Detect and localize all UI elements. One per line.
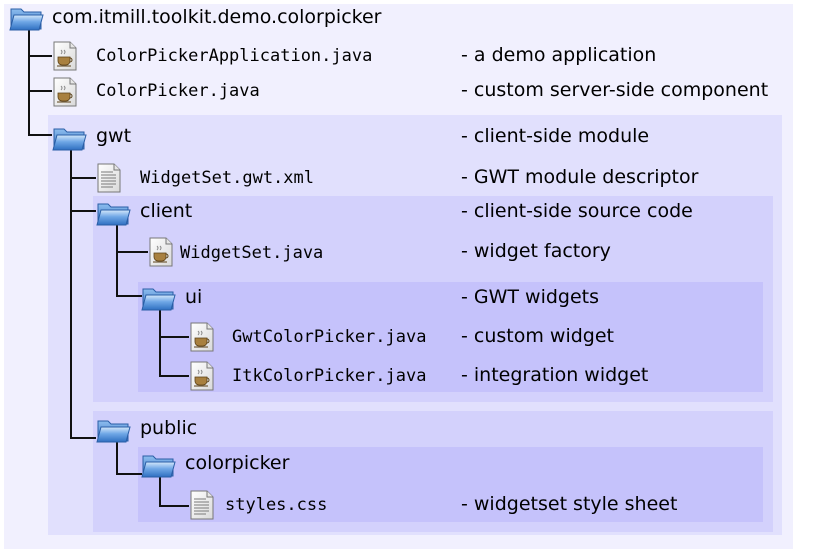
component-file-desc: - custom server-side component	[461, 79, 769, 101]
folder-icon	[141, 451, 177, 479]
app-file-desc: - a demo application	[461, 44, 657, 66]
gwt-folder-desc: - client-side module	[461, 125, 650, 147]
widgetset-xml-desc: - GWT module descriptor	[461, 166, 699, 188]
java-file-icon	[148, 237, 174, 267]
widgetset-java-desc: - widget factory	[461, 240, 611, 262]
folder-icon	[141, 284, 177, 312]
itk-colorpicker-desc: - integration widget	[461, 364, 649, 386]
styles-css-label: styles.css	[225, 495, 328, 515]
gwt-colorpicker-label: GwtColorPicker.java	[232, 327, 427, 347]
ui-panel	[138, 282, 763, 392]
component-file-label: ColorPicker.java	[96, 81, 260, 101]
folder-icon	[96, 199, 132, 227]
ui-folder-desc: - GWT widgets	[461, 286, 600, 308]
java-file-icon	[52, 77, 78, 107]
widgetset-xml-label: WidgetSet.gwt.xml	[140, 168, 314, 188]
text-file-icon	[189, 490, 215, 520]
colorpicker-folder-label: colorpicker	[185, 452, 290, 474]
java-file-icon	[189, 361, 215, 391]
folder-icon	[52, 124, 88, 152]
root-folder-label: com.itmill.toolkit.demo.colorpicker	[52, 6, 382, 28]
text-file-icon	[96, 163, 122, 193]
client-folder-label: client	[140, 200, 193, 222]
java-file-icon	[189, 322, 215, 352]
gwt-colorpicker-desc: - custom widget	[461, 325, 614, 347]
itk-colorpicker-label: ItkColorPicker.java	[232, 366, 427, 386]
app-file-label: ColorPickerApplication.java	[96, 46, 373, 66]
folder-icon	[9, 4, 45, 32]
java-file-icon	[52, 41, 78, 71]
public-folder-label: public	[140, 417, 198, 439]
client-folder-desc: - client-side source code	[461, 200, 693, 222]
folder-icon	[96, 416, 132, 444]
gwt-folder-label: gwt	[96, 125, 132, 147]
styles-css-desc: - widgetset style sheet	[461, 493, 678, 515]
widgetset-java-label: WidgetSet.java	[180, 243, 324, 263]
ui-folder-label: ui	[185, 286, 203, 308]
colorpicker-panel	[138, 447, 763, 522]
